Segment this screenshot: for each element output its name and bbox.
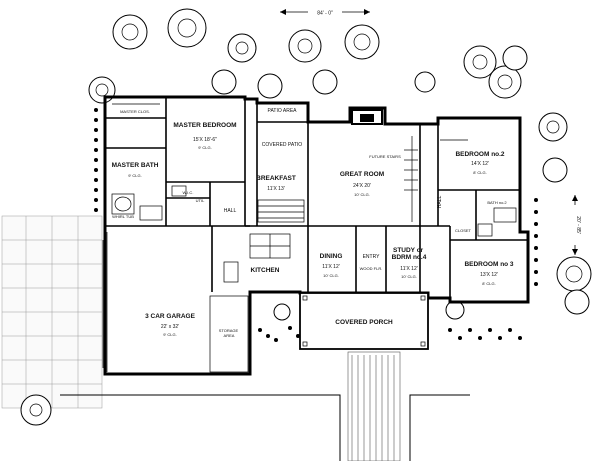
tree (273, 303, 291, 321)
tree (257, 73, 283, 99)
tree (502, 45, 528, 71)
master-bedroom-label: MASTER BEDROOM (173, 122, 236, 129)
dimension-top (280, 6, 370, 17)
bedroom2-label: BEDROOM no.2 (455, 151, 504, 158)
garage-clg: 9' CLG. (163, 332, 176, 337)
whirl-tub-label: WHIRL TUB (112, 214, 134, 219)
garage-size: 22' x 32' (161, 324, 179, 330)
great-room-size: 24'X 20' (353, 183, 371, 189)
tree (227, 33, 257, 63)
great-room-clg: 10' CLG. (354, 192, 370, 197)
garden-edge-line (60, 394, 341, 461)
master-bedroom-size: 15'X 18'-6" (193, 137, 217, 143)
breakfast-size: 11'X 13' (267, 186, 284, 192)
covered-porch-label: COVERED PORCH (335, 319, 393, 326)
tree (288, 29, 322, 63)
bedroom3-size: 13'X 12' (480, 272, 498, 278)
tree (167, 8, 207, 48)
tree (344, 24, 380, 60)
garden-edge-line-right (409, 394, 470, 461)
kitchen-label: KITCHEN (251, 267, 280, 274)
entry-label: ENTRY (363, 254, 381, 260)
study-clg: 10' CLG. (401, 274, 417, 279)
tree (542, 157, 568, 183)
hall-right-label: HALL (437, 196, 443, 209)
great-room-label: GREAT ROOM (340, 171, 384, 178)
dining-size: 11'X 12' (322, 264, 339, 270)
master-closet-label: MASTER CLOS. (120, 109, 150, 114)
tree (556, 256, 592, 292)
living-walls (308, 124, 450, 293)
front-walkway (347, 351, 401, 461)
master-suite-walls (105, 97, 246, 226)
dining-clg: 10' CLG. (323, 273, 339, 278)
center-walls (211, 103, 309, 292)
garage-walls (102, 225, 250, 373)
dimension-top-label: 84' - 0" (317, 11, 333, 17)
covered-patio-label: COVERED PATIO (262, 142, 302, 148)
patio-area-label: PATIO AREA (268, 108, 298, 114)
study-size: 11'X 12' (400, 266, 417, 272)
bedroom-walls (437, 124, 528, 302)
tree (20, 394, 52, 426)
walkin-closet-label: W.I.C. (183, 190, 194, 195)
bedroom3-clg: 8' CLG. (482, 281, 495, 286)
master-bedroom-clg: 9' CLG. (198, 145, 211, 150)
tree (488, 65, 522, 99)
closet-label: CLOSET (455, 228, 472, 233)
driveway (1, 215, 103, 409)
bedroom3-label: BEDROOM no 3 (464, 261, 513, 268)
utility-label: UTIL (196, 198, 205, 203)
landscape-trees (20, 8, 592, 426)
hall-left-label: HALL (224, 208, 237, 214)
hedge-dots (94, 108, 538, 342)
master-bath-label: MASTER BATH (112, 162, 159, 169)
future-stairs-label: FUTURE STAIRS (369, 154, 401, 159)
tree (538, 112, 568, 142)
bath2-label: BATH no.2 (487, 200, 507, 205)
tree (463, 45, 497, 79)
tree (88, 76, 116, 104)
dimension-right-label: 20' - 85' (575, 216, 581, 234)
dining-label: DINING (320, 253, 343, 260)
garage-label: 3 CAR GARAGE (145, 313, 196, 320)
breakfast-label: BREAKFAST (256, 175, 296, 182)
tree (445, 300, 465, 320)
storage-label: STORAGE AREA (219, 328, 240, 338)
covered-porch-outline (299, 292, 429, 350)
tree (414, 71, 436, 93)
tree (312, 69, 338, 95)
study-label: STUDY or BDRM no.4 (392, 247, 427, 261)
bedroom2-clg: 8' CLG. (473, 170, 486, 175)
tree (112, 14, 148, 50)
master-bath-clg: 9' CLG. (128, 173, 141, 178)
tree (211, 69, 237, 95)
entry-note: WOOD FLR. (360, 266, 383, 271)
dimension-right (569, 195, 581, 255)
bedroom2-size: 14'X 12' (471, 161, 489, 167)
tree (564, 289, 590, 315)
fireplace (351, 109, 383, 125)
